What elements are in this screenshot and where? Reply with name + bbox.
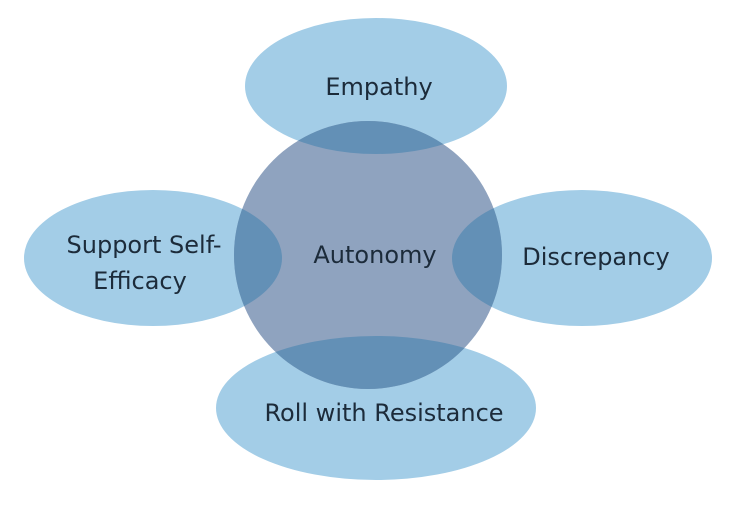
label-autonomy: Autonomy xyxy=(313,241,436,269)
label-roll-with-resistance: Roll with Resistance xyxy=(264,399,503,427)
label-support-self-efficacy-line1: Support Self- xyxy=(67,231,222,259)
roll-with-resistance-ellipse xyxy=(216,336,536,480)
support-self-efficacy-ellipse xyxy=(24,190,282,326)
empathy-ellipse xyxy=(245,18,507,154)
discrepancy-ellipse xyxy=(452,190,712,326)
label-discrepancy: Discrepancy xyxy=(522,243,670,271)
label-support-self-efficacy-line2: Efficacy xyxy=(93,267,187,295)
autonomy-circle xyxy=(234,121,502,389)
label-empathy: Empathy xyxy=(325,73,432,101)
